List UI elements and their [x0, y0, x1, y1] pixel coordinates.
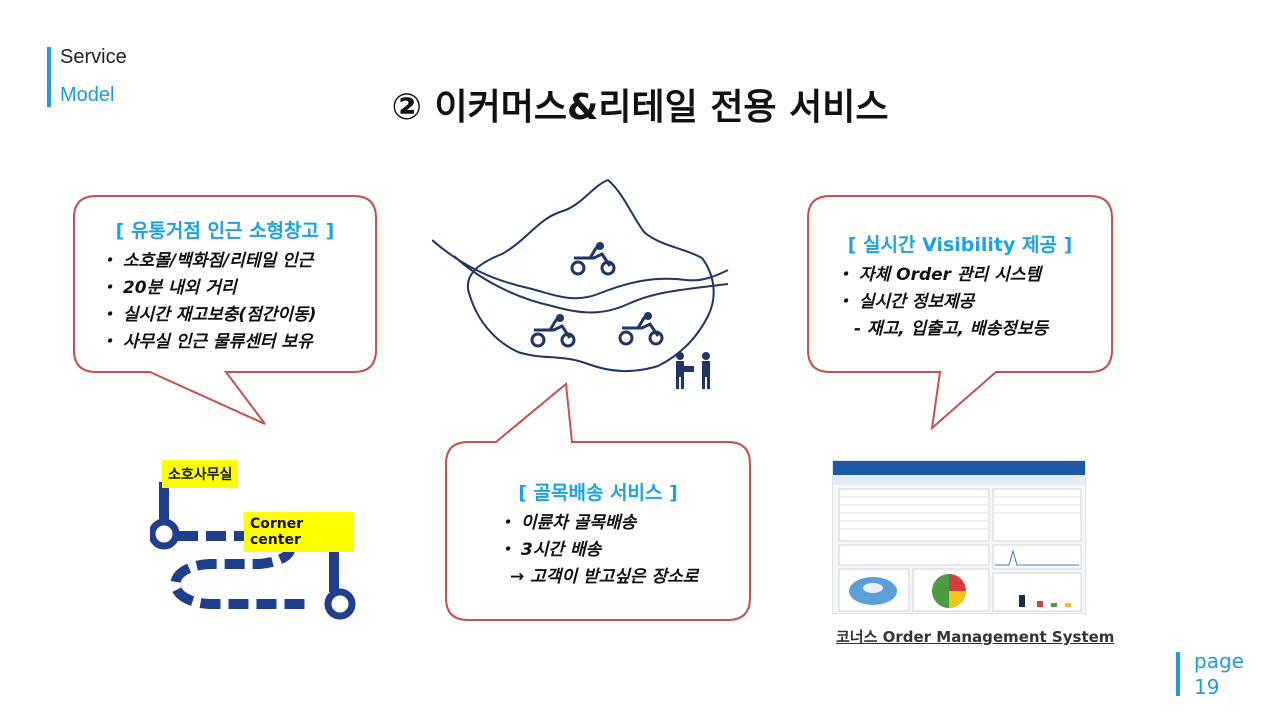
section-tag-bar	[47, 47, 51, 107]
seoul-map-illustration	[432, 178, 729, 389]
motorcycle-courier-icon	[570, 242, 616, 276]
route-end-label: Corner center	[244, 512, 354, 552]
page-title: ② 이커머스&리테일 전용 서비스	[391, 87, 889, 128]
right-bubble-list: ・ 자체 Order 관리 시스템 ・ 실시간 정보제공 - 재고, 입출고, …	[836, 262, 1048, 343]
right-bubble-heading: [ 실시간 Visibility 제공 ]	[847, 234, 1073, 256]
page-number: page 19	[1194, 648, 1244, 700]
motorcycle-courier-icon	[530, 314, 576, 348]
route-end-icon	[324, 588, 356, 620]
list-item: - 재고, 입출고, 배송정보등	[854, 319, 1049, 339]
center-speech-bubble	[445, 382, 751, 621]
motorcycle-courier-icon	[618, 312, 664, 346]
list-item: ・ 20분 내외 거리	[100, 278, 237, 298]
page-number-bar	[1176, 652, 1180, 696]
page-label: page	[1194, 649, 1244, 673]
route-start-label: 소호사무실	[162, 460, 239, 488]
oms-screenshot-drawing	[833, 461, 1085, 612]
section-tag-line2: Model	[60, 84, 115, 106]
center-bubble-list: ・ 이륜차 골목배송 ・ 3시간 배송 → 고객이 받고싶은 장소로	[498, 510, 698, 591]
handover-person-icon	[676, 352, 710, 389]
oms-screenshot	[832, 460, 1086, 614]
route-illustration	[150, 482, 356, 620]
route-start-icon	[150, 518, 180, 550]
page-value: 19	[1194, 675, 1220, 699]
list-item: ・ 자체 Order 관리 시스템	[836, 265, 1042, 285]
list-item: ・ 사무실 인근 물류센터 보유	[100, 332, 313, 352]
left-speech-bubble	[73, 195, 377, 425]
section-tag-line1: Service	[60, 46, 127, 68]
left-bubble-heading: [ 유통거점 인근 소형창고 ]	[115, 220, 335, 242]
list-item: ・ 실시간 재고보충(점간이동)	[100, 305, 317, 325]
center-bubble-heading: [ 골목배송 서비스 ]	[518, 482, 678, 504]
list-item: ・ 실시간 정보제공	[836, 292, 975, 312]
list-item: ・ 3시간 배송	[498, 540, 602, 560]
right-speech-bubble	[807, 195, 1113, 431]
list-item: ・ 이륜차 골목배송	[498, 513, 637, 533]
list-item: ・ 소호몰/백화점/리테일 인근	[100, 251, 314, 271]
oms-caption: 코너스 Order Management System	[836, 628, 1115, 646]
left-bubble-list: ・ 소호몰/백화점/리테일 인근 ・ 20분 내외 거리 ・ 실시간 재고보충(…	[100, 248, 316, 356]
list-item: → 고객이 받고싶은 장소로	[510, 567, 699, 587]
